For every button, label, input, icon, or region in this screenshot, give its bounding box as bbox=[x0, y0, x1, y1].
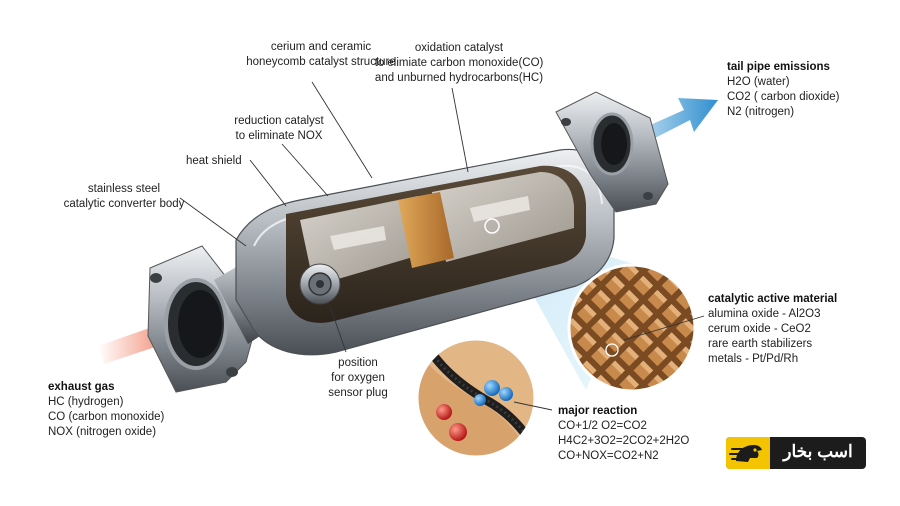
exhaust-item: CO (carbon monoxide) bbox=[48, 411, 165, 423]
exhaust-item: NOX (nitrogen oxide) bbox=[48, 426, 157, 438]
reaction-item: H4C2+3O2=2CO2+2H2O bbox=[558, 435, 690, 447]
label-line: heat shield bbox=[186, 155, 242, 167]
emission-item: CO2 ( carbon dioxide) bbox=[727, 91, 840, 103]
honeycomb-magnifier bbox=[567, 263, 697, 393]
ceramic-brick-2 bbox=[432, 172, 574, 262]
label-heat-shield: heat shield bbox=[186, 154, 242, 169]
label-line: honeycomb catalyst structure bbox=[246, 56, 396, 68]
magnifier-origin bbox=[484, 218, 500, 234]
material-item: rare earth stabilizers bbox=[708, 338, 813, 350]
label-line: for oxygen bbox=[331, 372, 385, 384]
emission-item: N2 (nitrogen) bbox=[727, 106, 795, 118]
active-material-block: catalytic active material alumina oxide … bbox=[708, 292, 837, 367]
label-line: to eliminate NOX bbox=[235, 130, 323, 142]
label-converter-body: stainless steel catalytic converter body bbox=[44, 182, 204, 212]
active-material-title: catalytic active material bbox=[708, 293, 838, 305]
label-line: catalytic converter body bbox=[63, 198, 185, 210]
label-line: stainless steel bbox=[87, 183, 161, 195]
emission-item: H2O (water) bbox=[727, 76, 790, 88]
reaction-title: major reaction bbox=[558, 405, 638, 417]
exhaust-title: exhaust gas bbox=[48, 381, 115, 393]
inlet-flange bbox=[147, 245, 259, 393]
label-line: cerium and ceramic bbox=[270, 41, 372, 53]
material-item: metals - Pt/Pd/Rh bbox=[708, 353, 799, 365]
material-item: alumina oxide - Al2O3 bbox=[708, 308, 821, 320]
leader-lines bbox=[179, 81, 705, 411]
reaction-item: CO+1/2 O2=CO2 bbox=[558, 420, 647, 432]
label-line: to elimiate carbon monoxide(CO) bbox=[374, 57, 544, 69]
reaction-magnifier bbox=[415, 337, 537, 459]
label-line: position bbox=[338, 357, 378, 369]
tail-pipe-emissions-block: tail pipe emissions H2O (water) CO2 ( ca… bbox=[727, 60, 840, 120]
label-reduction-catalyst: reduction catalyst to eliminate NOX bbox=[214, 114, 344, 144]
major-reaction-block: major reaction CO+1/2 O2=CO2 H4C2+3O2=2C… bbox=[558, 404, 689, 464]
oxygen-sensor-plug bbox=[299, 263, 341, 305]
exhaust-gas-block: exhaust gas HC (hydrogen) CO (carbon mon… bbox=[48, 380, 164, 440]
label-line: reduction catalyst bbox=[234, 115, 324, 127]
tail-pipe-title: tail pipe emissions bbox=[727, 61, 830, 73]
exhaust-item: HC (hydrogen) bbox=[48, 396, 124, 408]
horse-logo-icon bbox=[726, 437, 770, 469]
label-honeycomb-structure: cerium and ceramic honeycomb catalyst st… bbox=[226, 40, 416, 70]
catalyst-band bbox=[398, 192, 454, 268]
brand-watermark: اسب بخار bbox=[726, 437, 866, 469]
brand-name: اسب بخار bbox=[783, 442, 853, 461]
label-oxygen-sensor: position for oxygen sensor plug bbox=[318, 356, 398, 401]
reaction-item: CO+NOX=CO2+N2 bbox=[558, 450, 659, 462]
label-oxidation-catalyst: oxidation catalyst to elimiate carbon mo… bbox=[364, 41, 554, 86]
label-line: and unburned hydrocarbons(HC) bbox=[374, 72, 544, 84]
label-line: oxidation catalyst bbox=[414, 42, 504, 54]
outlet-flange bbox=[555, 91, 669, 213]
material-item: cerum oxide - CeO2 bbox=[708, 323, 811, 335]
label-line: sensor plug bbox=[328, 387, 388, 399]
